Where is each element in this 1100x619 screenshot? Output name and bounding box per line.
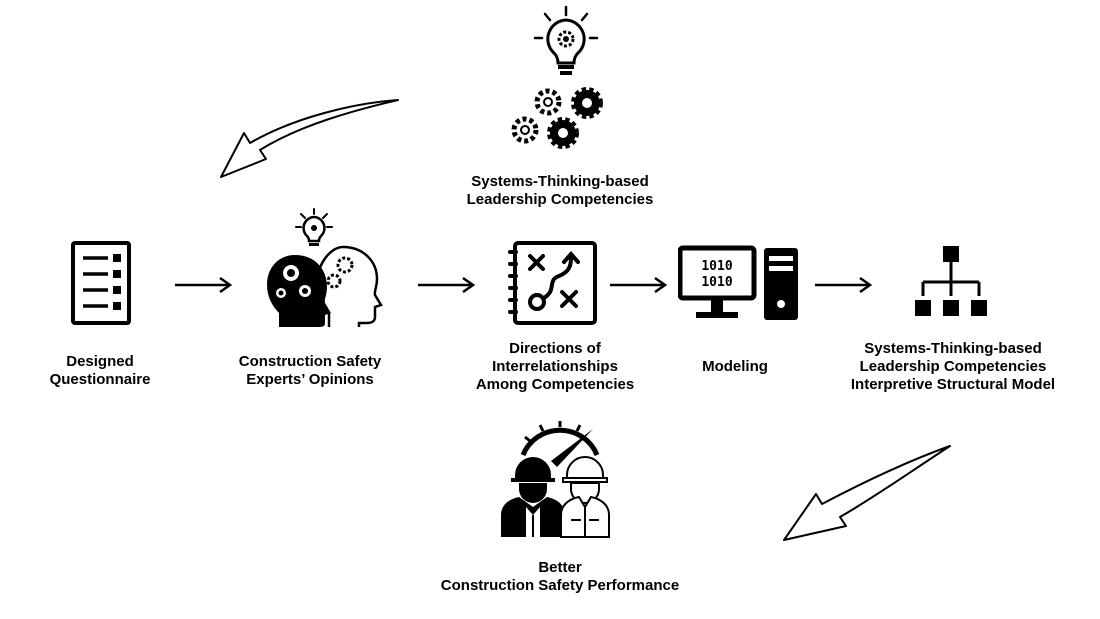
step-5-line2: Leadership Competencies: [859, 358, 1047, 375]
gauge-workers-icon: [501, 421, 610, 538]
step-5-line1: Systems-Thinking-based: [864, 340, 1042, 357]
hierarchy-icon: [915, 246, 987, 316]
step-2-line1: Construction Safety: [238, 353, 382, 370]
step-2-label: Construction Safety Experts’ Opinions: [210, 353, 410, 389]
top-label: Systems-Thinking-based Leadership Compet…: [440, 173, 680, 209]
experts-heads-icon: [267, 208, 383, 327]
step-3-line1: Directions of: [509, 340, 601, 357]
bottom-label-line2: Construction Safety Performance: [440, 577, 680, 594]
step-4-label: Modeling: [680, 358, 790, 376]
curved-arrow-top-left: [220, 99, 399, 178]
lightbulb-gears-icon: [511, 5, 603, 149]
bottom-label: Better Construction Safety Performance: [420, 559, 700, 595]
top-label-line2: Leadership Competencies: [466, 191, 654, 208]
right-arrow-2: [418, 276, 476, 294]
right-arrow-1: [175, 276, 233, 294]
checklist-icon: [71, 241, 131, 325]
right-arrow-4: [815, 276, 873, 294]
step-2-line2: Experts’ Opinions: [246, 371, 374, 388]
step-5-label: Systems-Thinking-based Leadership Compet…: [838, 340, 1068, 394]
svg-text:1010: 1010: [701, 275, 732, 290]
step-1-line2: Questionnaire: [49, 371, 151, 388]
step-3-line2: Interrelationships: [492, 358, 618, 375]
bottom-label-line1: Better: [538, 559, 582, 576]
svg-text:1010: 1010: [701, 259, 732, 274]
step-5-line3: Interpretive Structural Model: [850, 376, 1056, 393]
step-3-line3: Among Competencies: [475, 376, 635, 393]
step-4-line1: Modeling: [702, 358, 768, 375]
step-3-label: Directions of Interrelationships Among C…: [455, 340, 655, 394]
step-1-line1: Designed: [66, 353, 134, 370]
curved-arrow-bottom-right: [783, 445, 951, 541]
step-1-label: Designed Questionnaire: [30, 353, 170, 389]
computer-icon: 1010 1010: [678, 245, 798, 320]
top-label-line1: Systems-Thinking-based: [471, 173, 649, 190]
strategy-board-icon: [508, 241, 597, 325]
right-arrow-3: [610, 276, 668, 294]
